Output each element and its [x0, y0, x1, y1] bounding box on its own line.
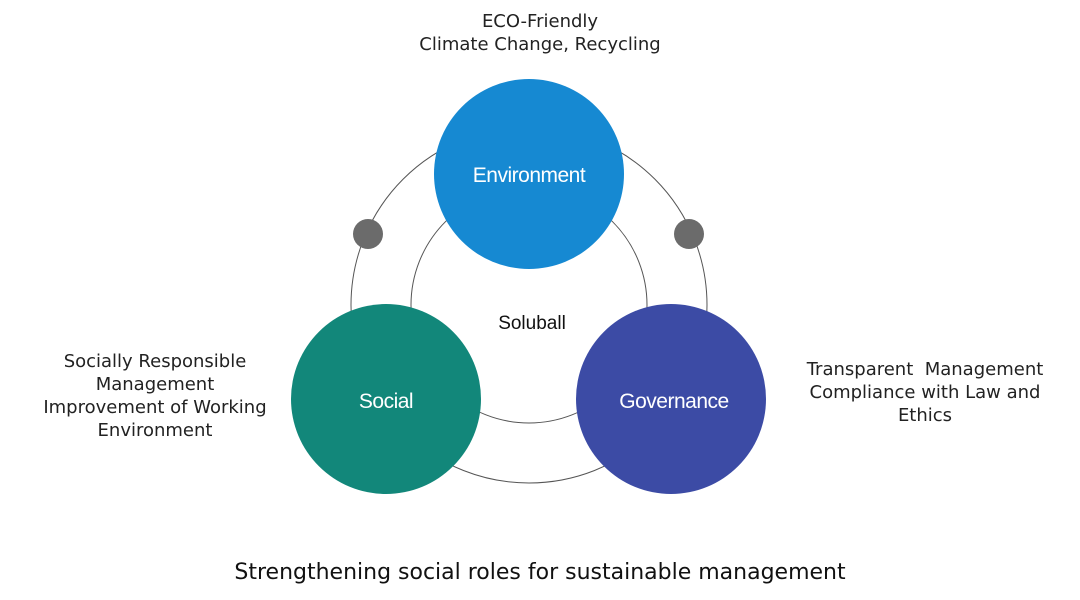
social-annotation: Socially Responsible Management Improvem… — [20, 350, 290, 442]
annotation-line: Improvement of Working — [43, 397, 267, 418]
diagram-caption: Strengthening social roles for sustainab… — [234, 560, 846, 585]
environment-label: Environment — [473, 164, 586, 187]
annotation-line: Transparent Management — [806, 359, 1044, 380]
annotation-line: ECO-Friendly — [481, 11, 599, 32]
annotation-line: Management — [95, 374, 215, 395]
annotation-line: Ethics — [897, 405, 953, 426]
governance-circle — [576, 304, 766, 494]
social-label: Social — [359, 390, 413, 413]
environment-annotation: ECO-Friendly Climate Change, Recycling — [340, 10, 740, 56]
annotation-line: Climate Change, Recycling — [419, 34, 661, 55]
center-label: Soluball — [498, 313, 566, 334]
governance-label: Governance — [619, 390, 728, 413]
connector-dot-left — [353, 219, 383, 249]
governance-annotation: Transparent Management Compliance with L… — [790, 358, 1060, 427]
connector-dot-right — [674, 219, 704, 249]
annotation-line: Environment — [97, 420, 213, 441]
social-circle — [291, 304, 481, 494]
annotation-line: Compliance with Law and — [809, 382, 1041, 403]
environment-circle — [434, 79, 624, 269]
annotation-line: Socially Responsible — [63, 351, 247, 372]
